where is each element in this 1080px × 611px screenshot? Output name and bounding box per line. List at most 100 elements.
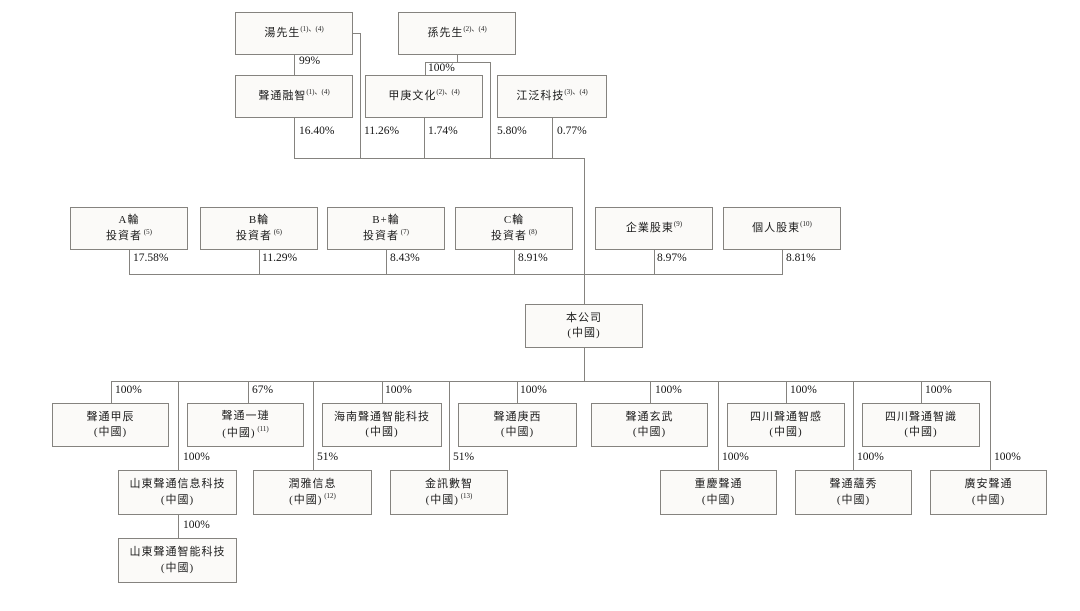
connector-line	[853, 381, 854, 470]
entity-name: 聲通蘊秀	[829, 478, 878, 491]
connector-line	[248, 381, 249, 403]
entity-box-mr-tang: 湯先生(1)、(4)	[235, 12, 353, 55]
entity-box-mr-sun: 孫先生(2)、(4)	[398, 12, 516, 55]
ownership-percentage-label: 100%	[994, 451, 1021, 463]
connector-line	[425, 62, 491, 63]
entity-box-the-company: 本公司(中國)	[525, 304, 643, 348]
entity-name: 四川聲通智感	[750, 410, 822, 423]
entity-box-corporate-shareholders: 企業股東(9)	[595, 207, 713, 250]
entity-jurisdiction: (中國)	[632, 426, 667, 438]
entity-name: B+輪	[372, 213, 400, 226]
entity-name: 金訊數智	[425, 477, 473, 490]
entity-jurisdiction: (中國) (11)	[222, 424, 269, 439]
connector-line	[178, 381, 179, 470]
footnote-reference: (1)、(4)	[300, 25, 324, 34]
connector-line	[718, 381, 719, 470]
ownership-percentage-label: 11.29%	[262, 252, 298, 264]
entity-name: 聲通一璉	[221, 410, 270, 423]
entity-name: 湯先生(1)、(4)	[264, 25, 324, 40]
ownership-percentage-label: 11.26%	[364, 125, 400, 137]
connector-line	[650, 381, 651, 403]
connector-line	[990, 381, 991, 470]
connector-line	[360, 33, 361, 158]
ownership-percentage-label: 100%	[183, 519, 210, 531]
footnote-reference: (10)	[800, 220, 812, 229]
entity-box-chongqing-shengtong: 重慶聲通(中國)	[660, 470, 777, 515]
connector-line	[921, 381, 922, 403]
entity-jurisdiction: (中國) (12)	[289, 492, 336, 506]
entity-jurisdiction: 投資者 (5)	[106, 228, 152, 242]
connector-line	[111, 381, 112, 403]
ownership-percentage-label: 100%	[925, 384, 952, 396]
footnote-reference: (6)	[272, 228, 282, 236]
footnote-reference: (5)	[142, 228, 152, 236]
footnote-reference: (12)	[322, 492, 336, 500]
entity-name: 潤雅信息	[288, 477, 337, 490]
ownership-percentage-label: 100%	[428, 62, 455, 74]
entity-name: 孫先生(2)、(4)	[427, 25, 487, 40]
connector-line	[386, 250, 387, 274]
entity-name: 海南聲通智能科技	[334, 410, 430, 423]
connector-line	[782, 250, 783, 274]
ownership-percentage-label: 100%	[857, 451, 884, 463]
entity-box-b-round-investors: B輪投資者 (6)	[200, 207, 318, 250]
ownership-percentage-label: 51%	[317, 451, 339, 463]
ownership-percentage-label: 100%	[183, 451, 210, 463]
footnote-reference: (13)	[458, 492, 473, 500]
connector-line	[382, 381, 383, 403]
entity-box-shengtong-yunxiu: 聲通蘊秀 (中國)	[795, 470, 912, 515]
entity-box-c-round-investors: C輪投資者 (8)	[455, 207, 573, 250]
entity-name: 本公司	[566, 311, 602, 324]
ownership-percentage-label: 100%	[655, 384, 682, 396]
ownership-percentage-label: 8.43%	[390, 252, 420, 264]
entity-box-shengtong-xuanwu: 聲通玄武(中國)	[591, 403, 708, 447]
connector-line	[514, 250, 515, 274]
ownership-percentage-label: 8.97%	[657, 252, 687, 264]
entity-box-b-plus-round-investors: B+輪投資者 (7)	[327, 207, 445, 250]
ownership-percentage-label: 100%	[520, 384, 547, 396]
entity-name: 個人股東(10)	[752, 220, 812, 235]
connector-line	[129, 274, 783, 275]
entity-name: 廣安聲通	[964, 478, 1013, 491]
entity-name: 山東聲通智能科技	[129, 546, 226, 559]
connector-line	[517, 381, 518, 403]
ownership-percentage-label: 67%	[252, 384, 274, 396]
connector-line	[584, 158, 585, 304]
ownership-percentage-label: 8.91%	[518, 252, 548, 264]
ownership-percentage-label: 51%	[453, 451, 475, 463]
entity-box-shengtong-rongzhi: 聲通融智(1)、(4)	[235, 75, 353, 118]
footnote-reference: (11)	[255, 424, 269, 433]
entity-box-guangan-shengtong: 廣安聲通(中國)	[930, 470, 1047, 515]
entity-name: 江泛科技(3)、(4)	[516, 88, 588, 103]
connector-line	[294, 158, 585, 159]
entity-name: 聲通庚西	[493, 410, 542, 423]
connector-line	[313, 381, 314, 470]
ownership-percentage-label: 99%	[299, 55, 321, 67]
entity-name: 重慶聲通	[694, 478, 743, 491]
connector-line	[457, 55, 458, 63]
entity-jurisdiction: (中國)	[836, 493, 871, 506]
entity-jurisdiction: (中國)	[93, 426, 128, 438]
ownership-percentage-label: 17.58%	[133, 252, 169, 264]
connector-line	[353, 33, 361, 34]
entity-box-shengtong-yilian: 聲通一璉(中國) (11)	[187, 403, 304, 447]
connector-line	[425, 62, 426, 75]
footnote-reference: (9)	[673, 220, 683, 229]
entity-name: A輪	[118, 213, 140, 226]
entity-jurisdiction: (中國)	[904, 426, 938, 438]
entity-jurisdiction: 投資者 (8)	[491, 228, 537, 242]
ownership-percentage-label: 100%	[790, 384, 817, 396]
connector-line	[294, 118, 295, 158]
entity-jurisdiction: (中國) (13)	[425, 492, 473, 506]
entity-name: 聲通融智(1)、(4)	[258, 88, 330, 103]
entity-jurisdiction: (中國)	[769, 426, 803, 438]
entity-name: C輪	[503, 213, 525, 226]
entity-name: 山東聲通信息科技	[129, 478, 226, 491]
footnote-reference: (2)、(4)	[463, 25, 487, 34]
ownership-percentage-label: 5.80%	[497, 125, 527, 137]
connector-line	[654, 250, 655, 274]
connector-line	[294, 55, 295, 75]
entity-box-shandong-shengtong-zhineng: 山東聲通智能科技(中國)	[118, 538, 237, 583]
ownership-percentage-label: 16.40%	[299, 125, 335, 137]
